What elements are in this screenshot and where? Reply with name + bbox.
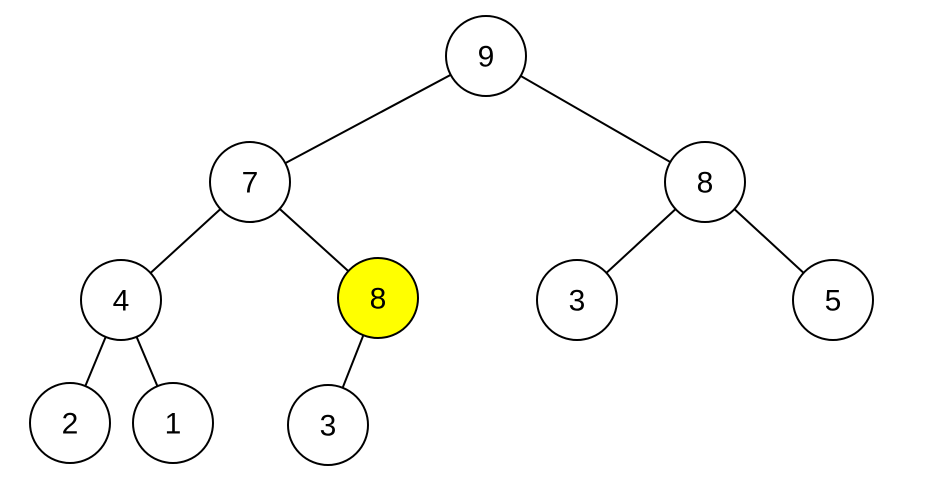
tree-node-root[interactable]: 9	[445, 15, 527, 97]
tree-edge-root-to-left	[249, 55, 487, 183]
tree-node-circle[interactable]	[80, 259, 162, 341]
tree-node-circle[interactable]	[132, 382, 214, 464]
tree-node-circle-highlighted[interactable]	[337, 257, 419, 339]
tree-node-circle[interactable]	[536, 259, 618, 341]
tree-node-left-right[interactable]: 8	[337, 257, 419, 339]
tree-node-left-left-right[interactable]: 1	[132, 382, 214, 464]
tree-edges-layer	[69, 55, 834, 426]
tree-node-circle[interactable]	[664, 141, 746, 223]
tree-edge-root-to-right	[485, 55, 706, 183]
tree-node-right-left[interactable]: 3	[536, 259, 618, 341]
tree-node-circle[interactable]	[287, 384, 369, 466]
tree-node-left[interactable]: 7	[209, 141, 291, 223]
tree-node-circle[interactable]	[209, 141, 291, 223]
tree-node-left-right-left[interactable]: 3	[287, 384, 369, 466]
tree-node-left-left[interactable]: 4	[80, 259, 162, 341]
tree-node-circle[interactable]	[29, 382, 111, 464]
tree-node-left-left-left[interactable]: 2	[29, 382, 111, 464]
tree-node-circle[interactable]	[792, 259, 874, 341]
tree-node-right-right[interactable]: 5	[792, 259, 874, 341]
tree-node-circle[interactable]	[445, 15, 527, 97]
tree-node-right[interactable]: 8	[664, 141, 746, 223]
